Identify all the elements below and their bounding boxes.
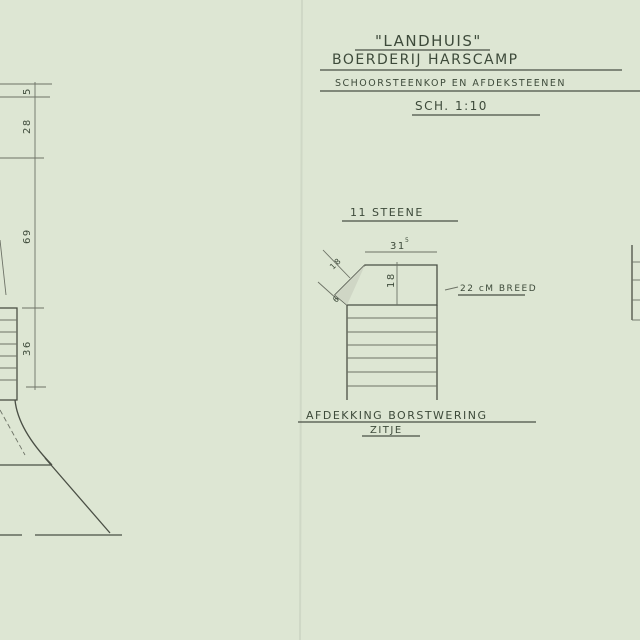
title-line1: "LANDHUIS" bbox=[375, 32, 482, 50]
dim-36: 36 bbox=[22, 340, 33, 356]
dim-5: 5 bbox=[22, 87, 33, 95]
dim-69: 69 bbox=[22, 228, 33, 244]
dim-height: 18 bbox=[386, 272, 397, 288]
dim-small: 6 bbox=[331, 293, 342, 304]
title-line2: BOERDERIJ HARSCAMP bbox=[332, 52, 519, 68]
chimney-elevation: 5 28 69 36 bbox=[0, 82, 122, 536]
dim-top: 31 bbox=[390, 241, 406, 252]
title-block: "LANDHUIS" BOERDERIJ HARSCAMP SCHOORSTEE… bbox=[320, 32, 640, 116]
coping-stone-detail: 11 STEENE 31 5 18 6 18 22 cM BREED AFDEK… bbox=[298, 206, 537, 437]
title-line3: SCHOORSTEENKOP EN AFDEKSTEENEN bbox=[335, 78, 566, 89]
partial-detail-right bbox=[631, 245, 640, 321]
scale-label: SCH. 1:10 bbox=[415, 99, 488, 113]
dim-28: 28 bbox=[22, 118, 33, 134]
callout: 22 cM BREED bbox=[460, 284, 537, 294]
caption1: AFDEKKING BORSTWERING bbox=[306, 409, 488, 422]
caption2: ZITJE bbox=[370, 425, 403, 436]
dim-top-sup: 5 bbox=[405, 237, 410, 244]
paper-fold bbox=[299, 0, 303, 640]
heading: 11 STEENE bbox=[350, 206, 424, 219]
